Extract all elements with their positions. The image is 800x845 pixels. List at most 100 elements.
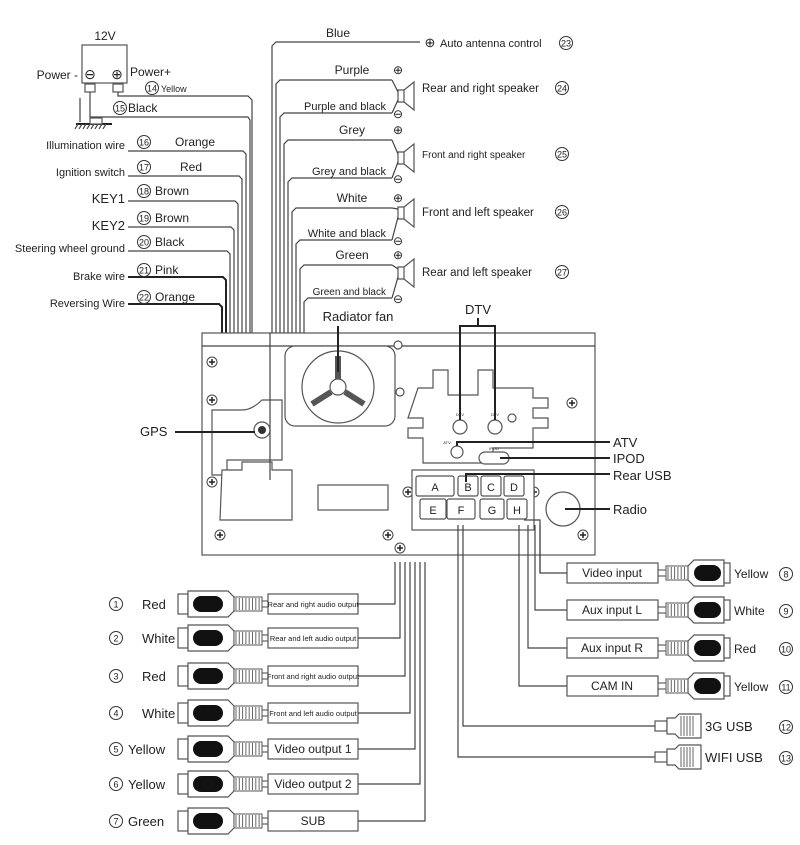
plug-cap xyxy=(723,637,731,659)
circled-number: 15 xyxy=(113,101,127,115)
atv-label: ATV xyxy=(613,435,638,450)
number-text: 18 xyxy=(139,187,149,197)
speaker-label: Rear and right speaker xyxy=(422,83,539,95)
speaker-label: Front and right speaker xyxy=(422,150,526,161)
minus-terminal-icon: ⊖ xyxy=(84,66,96,82)
plus-terminal xyxy=(112,83,124,93)
screw-icon xyxy=(402,486,414,498)
number-circle xyxy=(779,720,793,734)
screw-cross xyxy=(209,397,215,403)
number-circle xyxy=(779,680,793,694)
output-wire xyxy=(358,562,401,639)
number-circle xyxy=(137,263,151,277)
plug-grip xyxy=(233,596,263,612)
black-ground-wire xyxy=(89,92,251,333)
wire-red xyxy=(128,175,243,333)
number-circle xyxy=(555,265,569,279)
plus-terminal-icon: ⊕ xyxy=(111,66,123,82)
port-letter: H xyxy=(513,505,521,517)
ipod-label: IPOD xyxy=(613,451,645,466)
input-label: Aux input R xyxy=(581,641,643,655)
speaker-icon xyxy=(397,80,415,112)
dtv-label: DTV xyxy=(465,302,491,317)
circled-number: 7 xyxy=(109,814,123,828)
plug-insulator xyxy=(193,776,223,792)
output-wire xyxy=(358,562,396,605)
fan-hub xyxy=(329,378,347,396)
wire-color-black: Black xyxy=(128,101,158,115)
number-circle xyxy=(779,604,793,618)
dtv-jack-2 xyxy=(487,419,503,435)
speaker-plus-wire xyxy=(299,264,392,333)
wire-color-label: Black xyxy=(155,235,185,249)
circled-number: 2 xyxy=(109,631,123,645)
screw-cross xyxy=(397,545,403,551)
port-e xyxy=(419,498,447,520)
number-text: 9 xyxy=(783,607,788,617)
ground-hatch xyxy=(82,123,87,130)
number-circle xyxy=(137,290,151,304)
number-text: 20 xyxy=(139,238,149,248)
speaker-minus-icon: ⊖ xyxy=(393,172,403,186)
output-label: Front and right audio output xyxy=(267,672,360,681)
number-text: 22 xyxy=(139,293,149,303)
dtv-callout xyxy=(478,325,496,420)
circled-number: 8 xyxy=(779,567,793,581)
rca-output-plug-icon xyxy=(177,699,268,727)
circled-number: 20 xyxy=(137,235,151,249)
ground-hatch xyxy=(94,123,99,130)
circled-number: 11 xyxy=(779,680,793,694)
speaker-plus-icon: ⊕ xyxy=(393,123,403,137)
wire-color-label: Brown xyxy=(155,211,189,225)
wire-color-label: Pink xyxy=(155,263,179,277)
speaker-minus-wire xyxy=(287,177,392,333)
wire-color-label: Red xyxy=(180,160,202,174)
number-text: 19 xyxy=(139,214,149,224)
number-text: 2 xyxy=(113,634,118,644)
speaker-icon xyxy=(397,197,415,229)
output-wire xyxy=(358,562,416,750)
output-wire xyxy=(358,562,411,714)
rca-input-plug-icon xyxy=(658,672,731,700)
number-text: 23 xyxy=(561,39,571,49)
screw-icon xyxy=(206,356,218,368)
number-text: 26 xyxy=(557,208,567,218)
wire-color-label: Orange xyxy=(155,290,195,304)
speaker-minus-color: Green and black xyxy=(313,287,387,298)
heatsink xyxy=(407,369,549,464)
circled-number: 23 xyxy=(559,36,573,50)
circled-number: 25 xyxy=(555,147,569,161)
number-circle xyxy=(779,567,793,581)
plug-pins xyxy=(262,672,268,680)
input-label-box xyxy=(566,637,659,659)
plug-insulator xyxy=(193,596,223,612)
port-letter: D xyxy=(510,482,518,494)
output-color: Red xyxy=(142,597,166,612)
power-minus-label: Power - xyxy=(37,68,78,82)
circled-number: 4 xyxy=(109,706,123,720)
input-label: Video input xyxy=(582,566,642,580)
circled-number: 13 xyxy=(779,751,793,765)
wire-brown xyxy=(128,200,239,333)
plug-cap xyxy=(177,738,189,760)
input-wire xyxy=(539,525,567,574)
circled-number: 26 xyxy=(555,205,569,219)
battery-voltage: 12V xyxy=(94,29,115,43)
gps-bracket xyxy=(211,399,283,476)
output-label: Video output 2 xyxy=(274,777,352,791)
input-color: Red xyxy=(734,642,756,656)
speaker-plus-icon: ⊕ xyxy=(393,248,403,262)
speaker-plus-icon: ⊕ xyxy=(393,191,403,205)
input-label-box xyxy=(566,562,659,584)
output-label: SUB xyxy=(301,814,326,828)
circled-number: 6 xyxy=(109,777,123,791)
input-wire xyxy=(534,525,567,611)
dtv-jack-1 xyxy=(452,419,468,435)
usb-wire xyxy=(462,525,655,727)
number-text: 3 xyxy=(113,672,118,682)
input-color: White xyxy=(734,604,765,618)
ipod-port-label: IPOD xyxy=(489,446,499,451)
speaker-minus-color: Purple and black xyxy=(304,101,386,113)
usb-plug xyxy=(654,751,668,763)
output-color: Yellow xyxy=(128,777,166,792)
